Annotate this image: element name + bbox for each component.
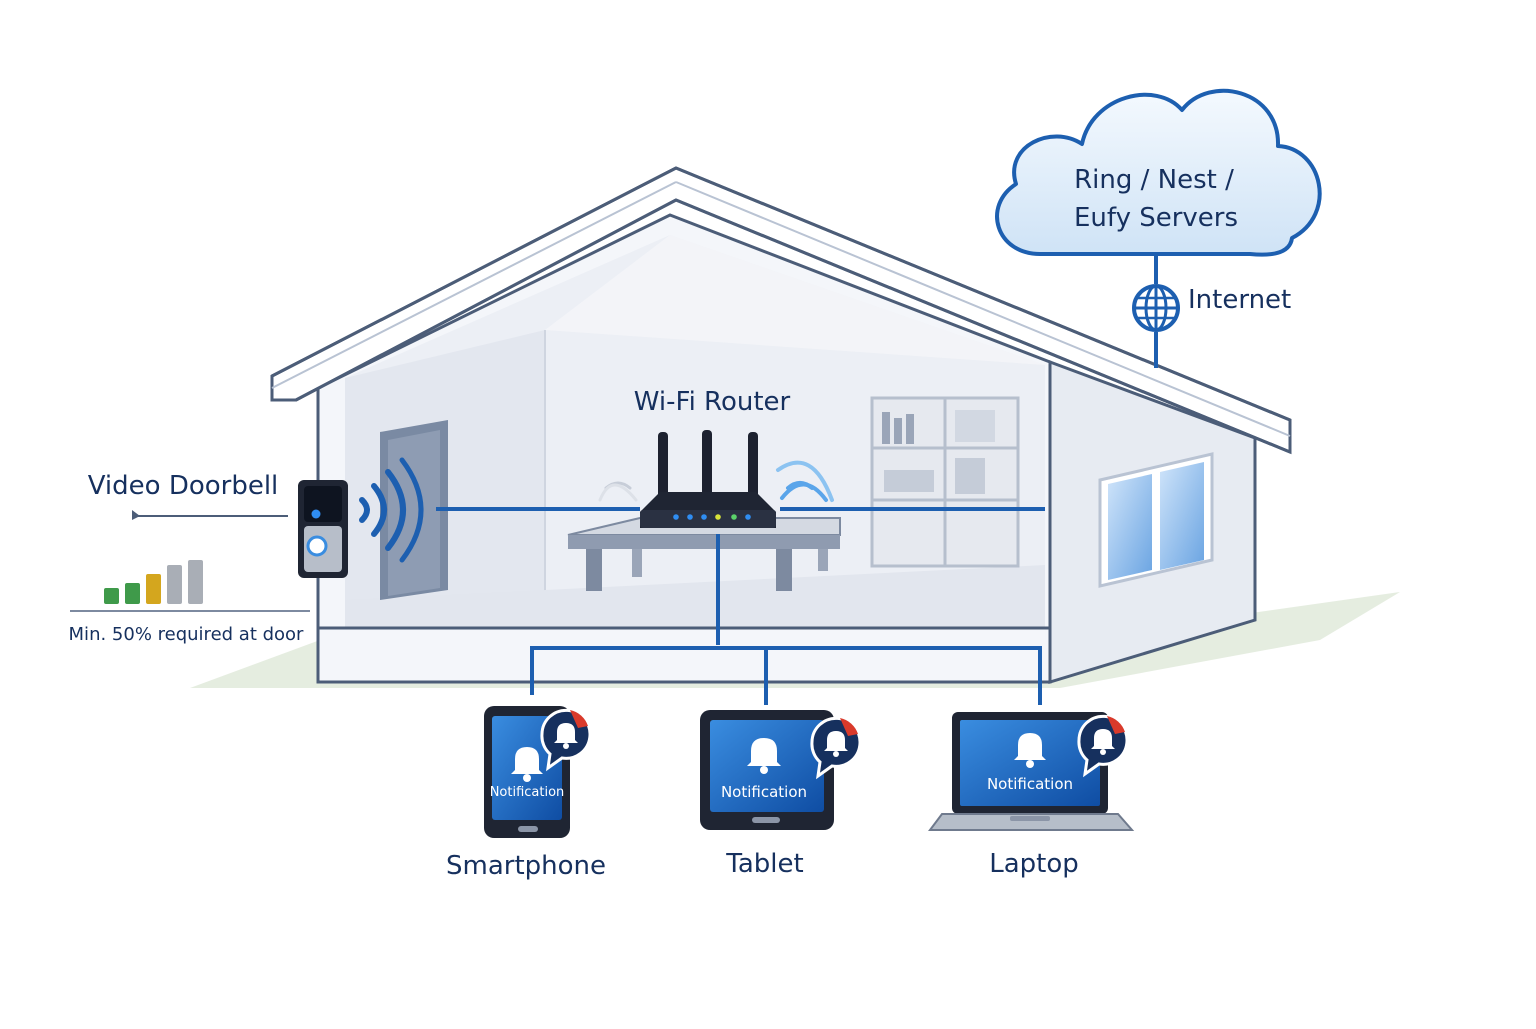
laptop-notification-text: Notification [987,775,1073,793]
laptop-alert-badge [1077,714,1129,778]
router-wifi-waves-icon [598,460,834,502]
signal-bar [104,588,119,604]
interior-door [380,420,448,600]
bell-icon [1014,733,1046,768]
house-window [1098,452,1214,588]
tablet-alert-badge [810,716,862,780]
smartphone-alert-badge [540,708,592,772]
cloud-shape [995,88,1322,257]
device-bus [530,646,1042,705]
bell-icon [511,747,543,782]
tablet-label: Tablet [725,849,803,879]
doorbell-signal-waves-icon [359,457,424,563]
signal-bar [167,565,182,604]
bell-icon [554,723,578,749]
laptop-label: Laptop [989,849,1079,879]
connection-lines [436,256,1158,705]
globe-icon [1132,284,1180,332]
bell-icon [747,738,781,774]
tablet-notification-text: Notification [721,783,807,801]
smartphone-label: Smartphone [446,851,606,881]
signal-strength-meter [104,560,203,604]
signal-bar [125,583,140,604]
cloud-label-line2: Eufy Servers [1074,203,1238,233]
bookshelf [870,396,1020,568]
smartphone-device: Notification [484,706,570,838]
tablet-device: Notification [700,710,834,830]
signal-bar [188,560,203,604]
cloud: Ring / Nest / Eufy Servers [995,88,1322,257]
router-label: Wi-Fi Router [634,387,791,417]
bell-icon [1091,729,1115,755]
doorbell-label: Video Doorbell [88,471,279,501]
house-floor [345,565,1045,628]
signal-bar [146,574,161,604]
bell-icon [824,731,848,757]
smartphone-notification-text: Notification [490,785,565,800]
laptop-device: Notification [928,712,1135,831]
internet-label: Internet [1188,285,1291,315]
router [640,430,776,528]
signal-note: Min. 50% required at door [69,624,305,645]
cloud-label-line1: Ring / Nest / [1074,165,1234,195]
video-doorbell [298,480,348,578]
